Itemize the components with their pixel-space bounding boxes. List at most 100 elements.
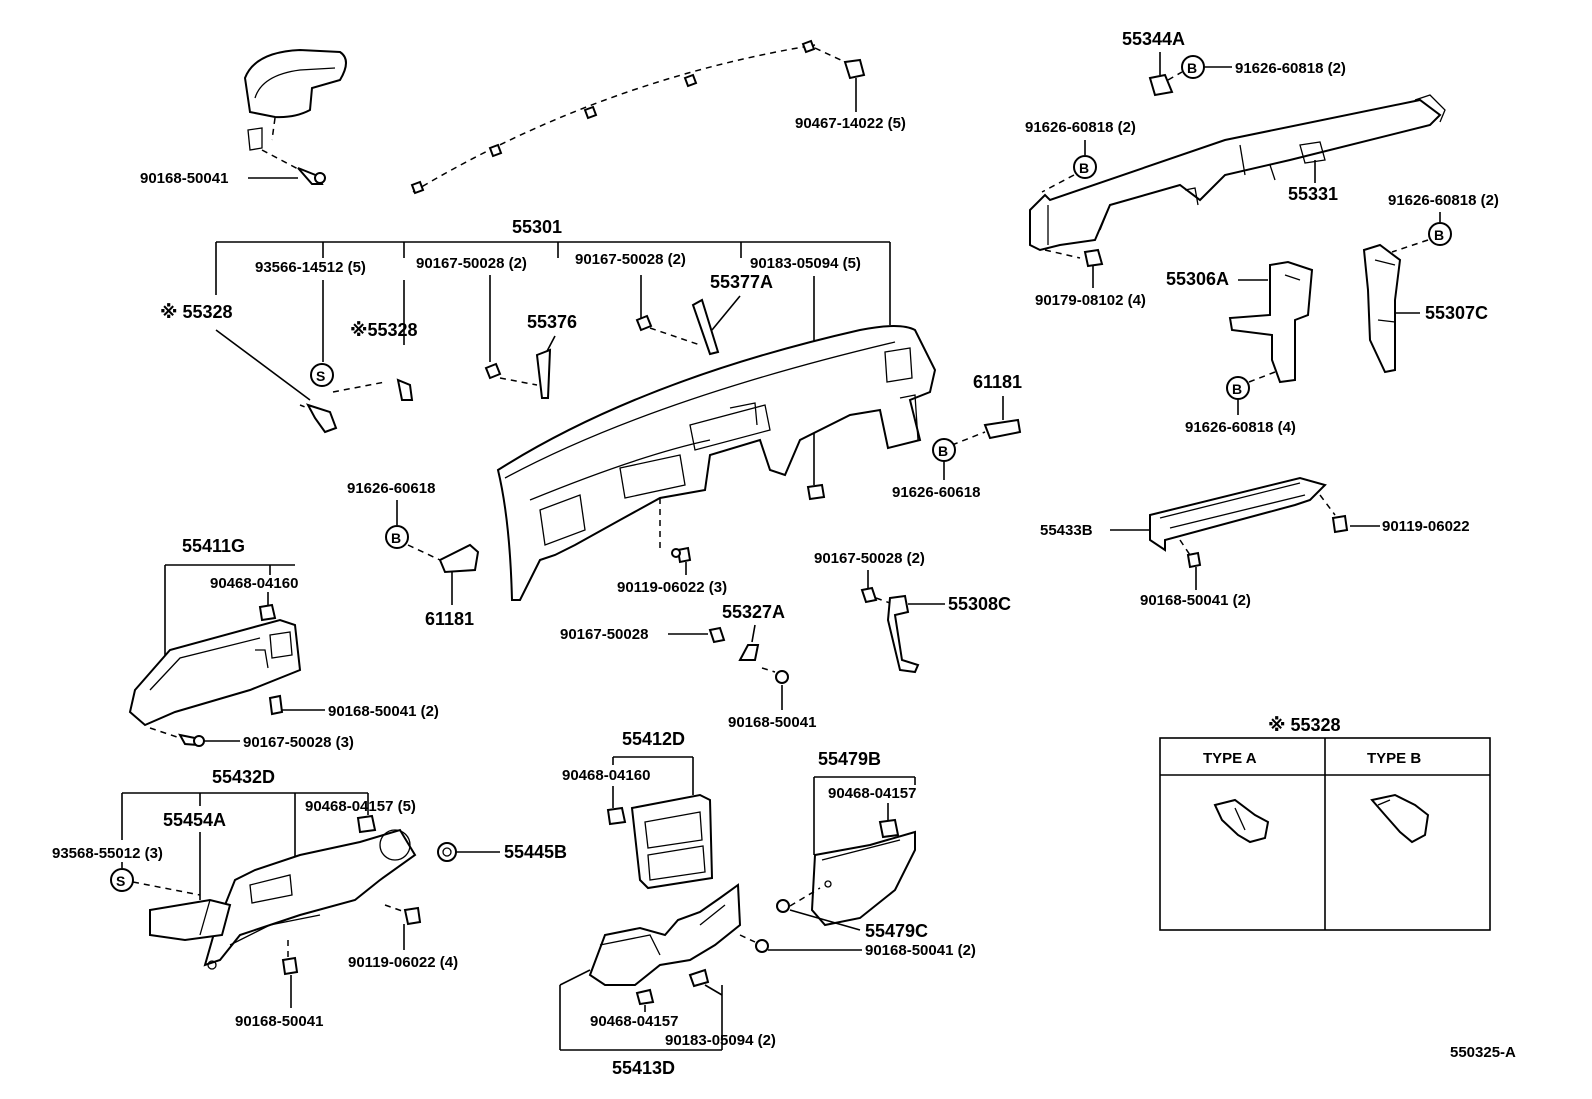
label-90168-50041-e: 90168-50041 (235, 1013, 323, 1030)
bracket-55308c (886, 594, 920, 674)
label-90167-50028-a: 90167-50028 (2) (416, 255, 527, 272)
lower-cover-55413d (588, 883, 742, 986)
screw-icon (776, 899, 790, 913)
clip-type-a-icon (1213, 798, 1270, 844)
clip-55328-icon (305, 378, 414, 434)
label-90168-50041-d: 90168-50041 (2) (1140, 592, 1251, 609)
label-91626-60818-b: 91626-60818 (2) (1025, 119, 1136, 136)
screw-icon (268, 694, 284, 716)
label-55412D: 55412D (622, 729, 685, 749)
label-55411G: 55411G (182, 536, 245, 556)
label-55301: 55301 (512, 217, 562, 237)
lower-panel-55432d (203, 828, 417, 970)
label-91626-60618-a: 91626-60618 (347, 480, 435, 497)
bezel-55412d (630, 793, 714, 890)
label-55344A: 55344A (1122, 29, 1185, 49)
label-90168-50041-f: 90168-50041 (2) (865, 942, 976, 959)
bolt-symbol-b-icon: B (1073, 155, 1097, 179)
label-91626-60618-b: 91626-60618 (892, 484, 980, 501)
label-55307C: 55307C (1425, 303, 1488, 323)
reinforcement-55331 (1029, 94, 1446, 252)
instrument-panel-55301 (496, 325, 937, 601)
svg-text:B: B (938, 443, 948, 459)
svg-text:S: S (316, 368, 325, 384)
label-55331: 55331 (1288, 184, 1338, 204)
bolt-symbol-b-icon: B (1181, 55, 1205, 79)
bracket-55306a (1228, 260, 1314, 384)
svg-text:B: B (1232, 381, 1242, 397)
type-a-header: TYPE A (1203, 750, 1257, 767)
screw-icon (281, 956, 299, 976)
label-90119-06022-b: 90119-06022 (1382, 518, 1470, 535)
label-90167-50028-d: 90167-50028 (560, 626, 648, 643)
label-55306A: 55306A (1166, 269, 1229, 289)
label-93568-55012: 93568-55012 (3) (52, 845, 163, 862)
label-91626-60818-a: 91626-60818 (2) (1235, 60, 1346, 77)
diagram-code: 550325-A (1450, 1044, 1516, 1061)
label-61181-b: 61181 (425, 609, 474, 629)
label-90167-50028-b: 90167-50028 (2) (575, 251, 686, 268)
label-55413D: 55413D (612, 1058, 675, 1078)
bolt-90119-icon (1331, 514, 1349, 534)
label-90468-04157-b: 90468-04157 (5) (305, 798, 416, 815)
bolt-90119-icon (671, 546, 692, 564)
bracket-55344a (1148, 73, 1174, 97)
svg-text:B: B (1187, 60, 1197, 76)
dash-moulding-strip (410, 39, 816, 195)
bracket-55377a (635, 298, 720, 356)
label-55432D: 55432D (212, 767, 275, 787)
screw-icon (775, 670, 789, 684)
label-61181-a: 61181 (973, 372, 1022, 392)
label-93566-14512: 93566-14512 (5) (255, 259, 366, 276)
clip-icon (258, 603, 277, 622)
label-55308C: 55308C (948, 594, 1011, 614)
nut-icon (688, 968, 710, 988)
tray-55433b (1149, 476, 1327, 552)
label-90168-50041-b: 90168-50041 (2) (328, 703, 439, 720)
bracket-55327a (738, 644, 760, 661)
label-55454A: 55454A (163, 810, 226, 830)
type-table (1159, 737, 1491, 931)
label-55327A: 55327A (722, 602, 785, 622)
label-90468-04160-a: 90468-04160 (210, 575, 298, 592)
clip-55445b-icon (437, 842, 457, 862)
screw-icon (297, 167, 326, 185)
clip-icon (878, 818, 900, 839)
label-55328-a: ※ 55328 (160, 302, 233, 322)
label-90468-04157-d: 90468-04157 (828, 785, 916, 802)
label-90167-50028-c: 90167-50028 (3) (243, 734, 354, 751)
bracket-55376 (484, 348, 552, 399)
label-90467-14022: 90467-14022 (5) (795, 115, 906, 132)
bolt-icon (708, 626, 726, 644)
label-90179-08102: 90179-08102 (4) (1035, 292, 1146, 309)
label-55479C: 55479C (865, 921, 928, 941)
clip-icon (843, 58, 866, 80)
screw-symbol-s-icon: S (110, 868, 134, 892)
bracket-61181-left (438, 543, 480, 574)
bracket-55307c (1362, 243, 1402, 374)
box-55454a (149, 898, 232, 942)
bolt-icon (860, 586, 878, 604)
bolt-symbol-b-icon: B (1428, 222, 1452, 246)
cluster-finish-panel-55411g (128, 618, 302, 727)
label-55376: 55376 (527, 312, 577, 332)
label-90468-04157-e: 90468-04157 (590, 1013, 678, 1030)
svg-text:S: S (116, 873, 125, 889)
label-90119-06022-a: 90119-06022 (3) (617, 579, 727, 596)
type-b-header: TYPE B (1367, 750, 1421, 767)
clip-type-b-icon (1370, 793, 1430, 844)
label-90183-05094-a: 90183-05094 (5) (750, 255, 861, 272)
label-90168-50041-top: 90168-50041 (140, 170, 228, 187)
clip-icon (356, 814, 377, 834)
label-55479B: 55479B (818, 749, 881, 769)
label-90119-06022-c: 90119-06022 (4) (348, 954, 458, 971)
svg-text:B: B (1079, 160, 1089, 176)
screw-symbol-s-icon: S (310, 363, 334, 387)
label-55377A: 55377A (710, 272, 773, 292)
label-55328-b: ※55328 (350, 320, 418, 340)
svg-text:B: B (1434, 227, 1444, 243)
nut-90179-icon (1083, 248, 1104, 268)
screw-icon (1186, 551, 1202, 569)
bolt-symbol-b-icon: B (385, 525, 409, 549)
